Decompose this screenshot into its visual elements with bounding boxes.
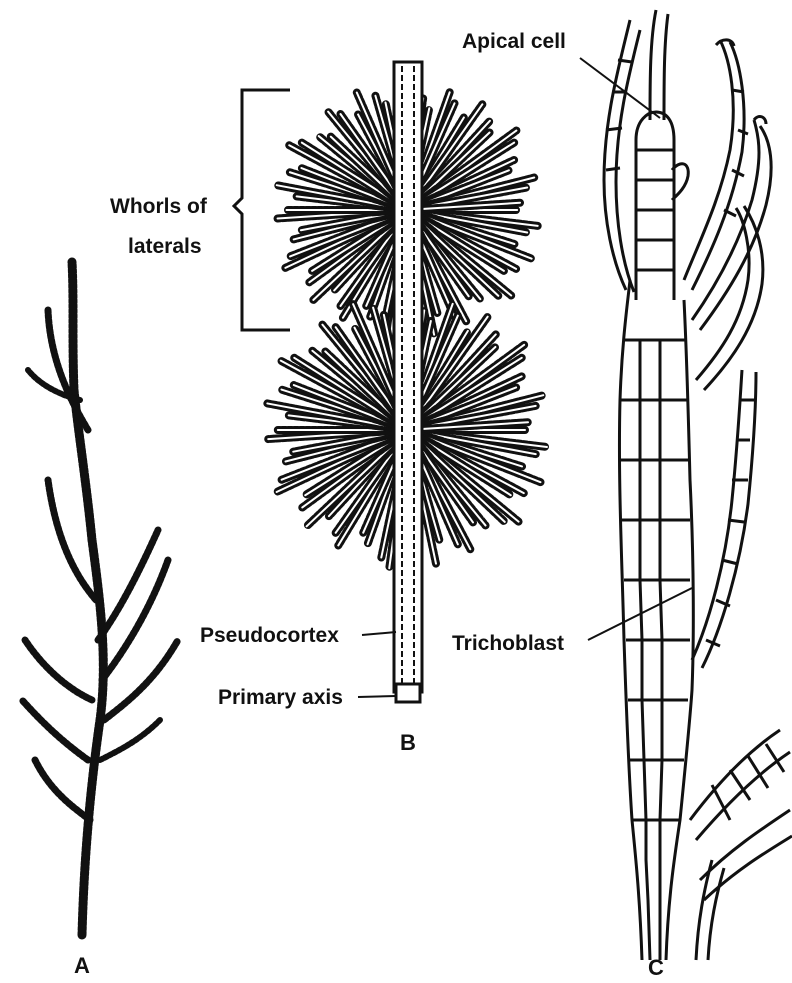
label-pseudocortex: Pseudocortex [200, 624, 339, 647]
pseudocortex-leader [362, 632, 396, 635]
label-whorls-line1: Whorls of [110, 195, 208, 218]
panel-label-a: A [74, 953, 90, 978]
central-axis [394, 62, 422, 692]
label-apical-cell: Apical cell [462, 30, 566, 53]
primary-axis-cell [396, 684, 420, 702]
primary-axis-leader [358, 696, 396, 697]
label-whorls-line2: laterals [128, 235, 202, 258]
label-trichoblast: Trichoblast [452, 632, 564, 655]
panel-label-c: C [648, 955, 664, 980]
whorls-bracket [234, 90, 290, 330]
panel-b-whorl-drawing [267, 62, 547, 702]
panel-c-apex-drawing [604, 10, 792, 960]
label-primary-axis: Primary axis [218, 686, 343, 709]
panel-a-habit-drawing [22, 262, 178, 935]
panel-label-b: B [400, 730, 416, 755]
